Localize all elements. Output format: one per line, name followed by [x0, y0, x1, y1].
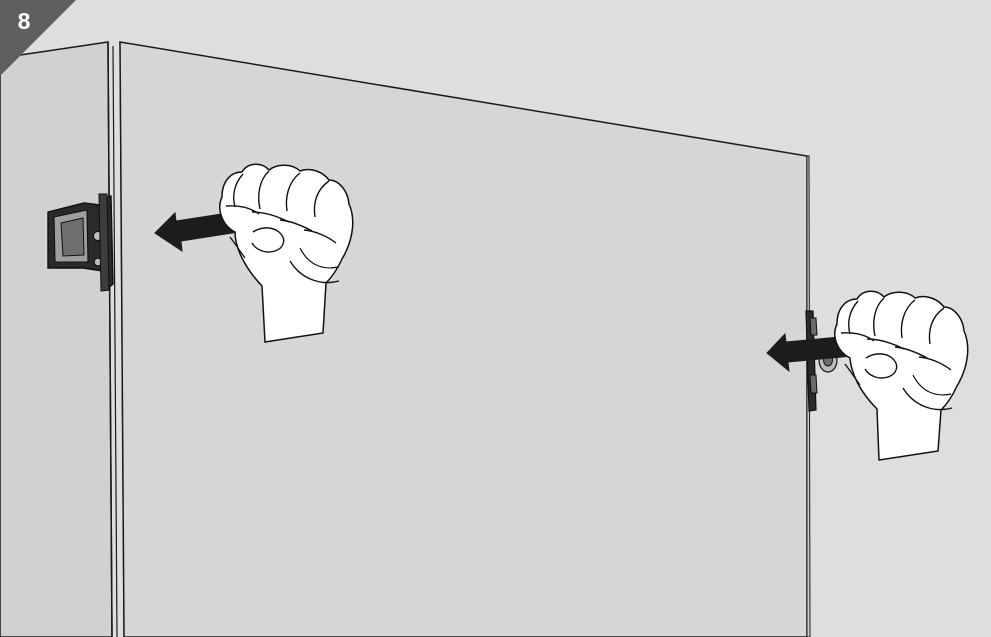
knuckle-line [873, 297, 885, 337]
fist-hand-icon [834, 290, 969, 461]
finger-line [918, 356, 952, 371]
knuckle-line [848, 300, 859, 335]
right-hand [834, 290, 969, 461]
palm-crease [902, 387, 953, 411]
finger-line [894, 346, 928, 359]
palm-crease [912, 374, 952, 396]
thumb-shape [251, 227, 285, 253]
cabinet-left-side [0, 41, 113, 637]
hinge-bracket [809, 317, 818, 336]
knuckle-line [313, 180, 330, 218]
finger-line [303, 229, 337, 244]
knuckle-line [928, 307, 945, 345]
thumb-shape [864, 353, 898, 379]
hinge-bracket [809, 374, 818, 394]
knuckle-line [233, 173, 244, 208]
left-hinge-assembly [47, 193, 114, 292]
knuckle-line [285, 172, 301, 212]
knuckle-line [900, 299, 916, 339]
knuckle-line [258, 170, 270, 210]
left-hand [219, 163, 354, 343]
cabinet-left-edge [107, 41, 113, 637]
palm-crease [299, 247, 339, 269]
fist-hand-icon [219, 163, 354, 343]
finger-line [279, 219, 313, 232]
step-badge-background [0, 0, 76, 76]
hinge-mount [98, 193, 110, 292]
palm-crease [289, 260, 340, 284]
cabinet-left-inner-edge [112, 45, 118, 637]
wrist-contour [844, 363, 861, 386]
step-badge [0, 0, 76, 76]
wrist-contour [229, 236, 246, 259]
hinge-window [60, 217, 85, 257]
